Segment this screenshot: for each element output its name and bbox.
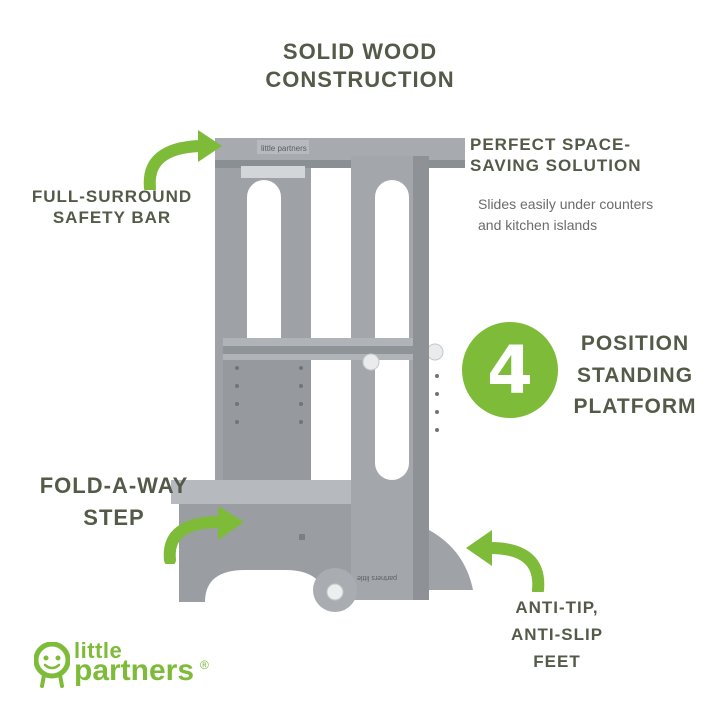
space-saving-line1: PERFECT SPACE- (470, 135, 632, 154)
fold-away-step-top (171, 480, 351, 504)
space-saving-detail: Slides easily under counters and kitchen… (478, 194, 708, 236)
feature-space-saving: PERFECT SPACE- SAVING SOLUTION (470, 134, 641, 177)
feature-safety-bar: FULL-SURROUND SAFETY BAR (28, 186, 196, 229)
headline-line1: SOLID WOOD (282, 39, 438, 64)
step-knob (326, 583, 344, 601)
stool-brand-text: little partners (261, 144, 307, 153)
platform-position-count-badge: 4 (462, 322, 558, 418)
curved-arrow-icon (163, 506, 244, 564)
safety-bar-line1: FULL-SURROUND (31, 187, 193, 206)
logo-word-partners: partners (74, 654, 195, 687)
feature-fold-away-step: FOLD-A-WAY STEP (30, 470, 198, 534)
feature-anti-tip-feet: ANTI-TIP, ANTI-SLIP FEET (492, 594, 622, 676)
platform-knob-right (426, 343, 444, 361)
curved-arrow-icon (466, 530, 545, 592)
platform-knob-left (362, 353, 380, 371)
platform-line3: PLATFORM (573, 395, 697, 418)
fold-step-line1: FOLD-A-WAY (39, 473, 189, 498)
logo-word-little: little (74, 638, 123, 663)
safety-bar-line2: SAFETY BAR (52, 208, 172, 228)
stool-side-text: partners little (357, 574, 397, 581)
feet-line1: ANTI-TIP, (515, 598, 599, 617)
fold-step-line2: STEP (83, 504, 145, 530)
space-saving-detail-line1: Slides easily under counters (478, 196, 654, 212)
platform-line1: POSITION (580, 332, 690, 355)
right-panel-cutout (375, 180, 409, 480)
anti-tip-foot (429, 530, 473, 590)
brand-logo: little partners ® (34, 640, 234, 690)
feet-line2: ANTI-SLIP FEET (510, 625, 604, 672)
feature-standing-platform: POSITION STANDING PLATFORM (572, 328, 698, 423)
learning-tower-stool-illustration: little partners partners little (171, 138, 473, 612)
logo-face-icon (34, 642, 70, 688)
logo-registered-mark: ® (200, 658, 209, 672)
curved-arrow-icon (143, 130, 222, 190)
headline: SOLID WOOD CONSTRUCTION (0, 38, 720, 93)
space-saving-line2: SAVING SOLUTION (470, 156, 642, 176)
space-saving-detail-line2: and kitchen islands (478, 217, 598, 233)
headline-line2: CONSTRUCTION (265, 66, 455, 92)
platform-line2: STANDING (576, 363, 694, 387)
